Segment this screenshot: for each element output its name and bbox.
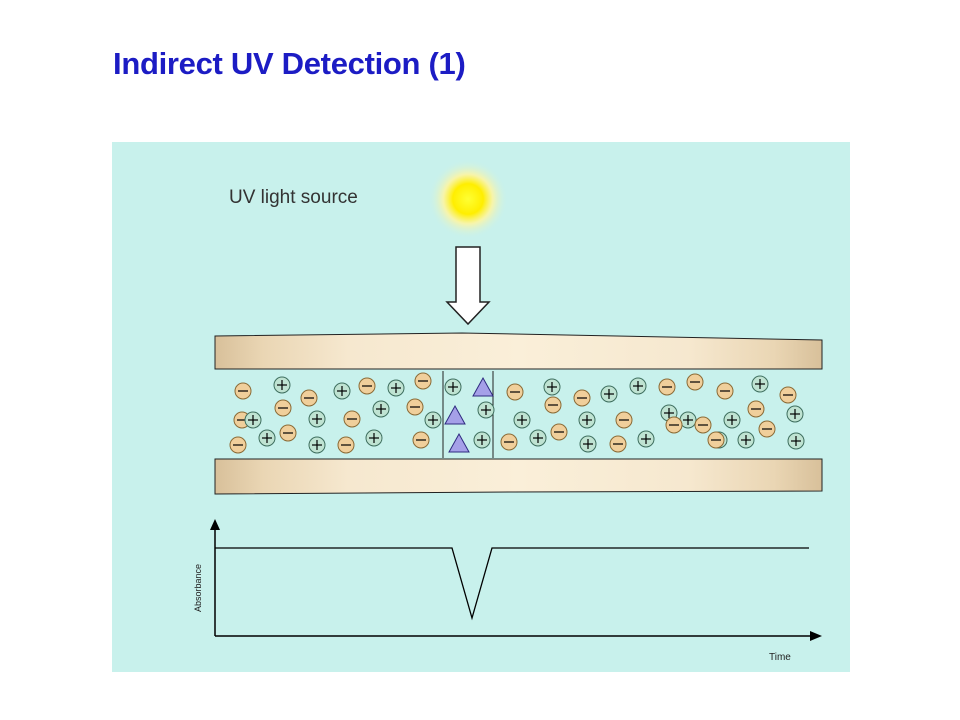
cation-icon	[578, 411, 596, 429]
anion-icon	[779, 386, 797, 404]
anion-icon	[274, 399, 292, 417]
cation-icon	[473, 431, 491, 449]
y-axis-label: Absorbance	[193, 564, 203, 612]
anion-icon	[747, 400, 765, 418]
x-axis-arrow-icon	[810, 631, 822, 641]
cation-icon	[579, 435, 597, 453]
anion-icon	[343, 410, 361, 428]
cation-icon	[444, 378, 462, 396]
anion-icon	[406, 398, 424, 416]
anion-icon	[337, 436, 355, 454]
cation-icon	[308, 436, 326, 454]
cation-icon	[637, 430, 655, 448]
light-source-label: UV light source	[229, 187, 358, 208]
absorbance-trace	[215, 547, 809, 621]
cation-icon	[787, 432, 805, 450]
anion-icon	[544, 396, 562, 414]
cation-icon	[600, 385, 618, 403]
cation-icon	[723, 411, 741, 429]
anion-icon	[716, 382, 734, 400]
anion-icon	[234, 382, 252, 400]
cation-icon	[737, 431, 755, 449]
cation-icon	[273, 376, 291, 394]
anion-icon	[573, 389, 591, 407]
cation-icon	[387, 379, 405, 397]
cation-icon	[786, 405, 804, 423]
anion-icon	[658, 378, 676, 396]
cation-icon	[365, 429, 383, 447]
cation-icon	[258, 429, 276, 447]
anion-icon	[279, 424, 297, 442]
uv-light-source-icon	[428, 159, 508, 239]
cation-icon	[333, 382, 351, 400]
anion-icon	[506, 383, 524, 401]
capillary-lower-wall	[214, 458, 823, 495]
cation-icon	[244, 411, 262, 429]
cation-icon	[629, 377, 647, 395]
cation-icon	[513, 411, 531, 429]
cation-icon	[751, 375, 769, 393]
cation-icon	[424, 411, 442, 429]
anion-icon	[686, 373, 704, 391]
cation-icon	[529, 429, 547, 447]
diagram-panel: UV light source Absorbance Time	[112, 142, 850, 672]
anion-icon	[229, 436, 247, 454]
anion-icon	[500, 433, 518, 451]
capillary-upper-wall	[214, 332, 823, 370]
electropherogram: Absorbance Time	[193, 519, 822, 663]
anion-icon	[665, 416, 683, 434]
anion-icon	[694, 416, 712, 434]
y-axis-arrow-icon	[210, 519, 220, 530]
anion-icon	[609, 435, 627, 453]
cation-icon	[372, 400, 390, 418]
anion-icon	[758, 420, 776, 438]
anion-icon	[550, 423, 568, 441]
cation-icon	[477, 401, 495, 419]
cation-icon	[543, 378, 561, 396]
anion-icon	[414, 372, 432, 390]
anion-icon	[300, 389, 318, 407]
anion-icon	[412, 431, 430, 449]
cation-icon	[308, 410, 326, 428]
light-arrow-icon	[445, 246, 491, 326]
anion-icon	[358, 377, 376, 395]
slide-title: Indirect UV Detection (1)	[113, 46, 466, 81]
anion-icon	[707, 431, 725, 449]
x-axis-label: Time	[769, 652, 791, 663]
indirect-uv-diagram: UV light source Absorbance Time	[112, 142, 850, 672]
anion-icon	[615, 411, 633, 429]
